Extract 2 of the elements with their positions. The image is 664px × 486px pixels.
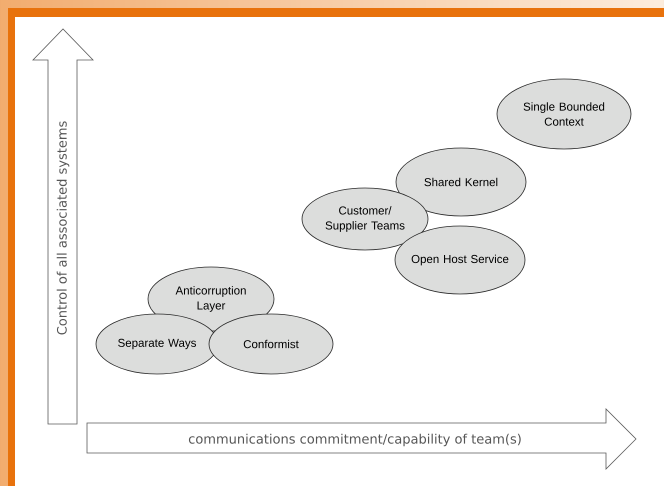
axis-label: communications commitment/capability of team(s) [188, 434, 521, 446]
axis-label: Control of all associated systems [56, 121, 70, 335]
